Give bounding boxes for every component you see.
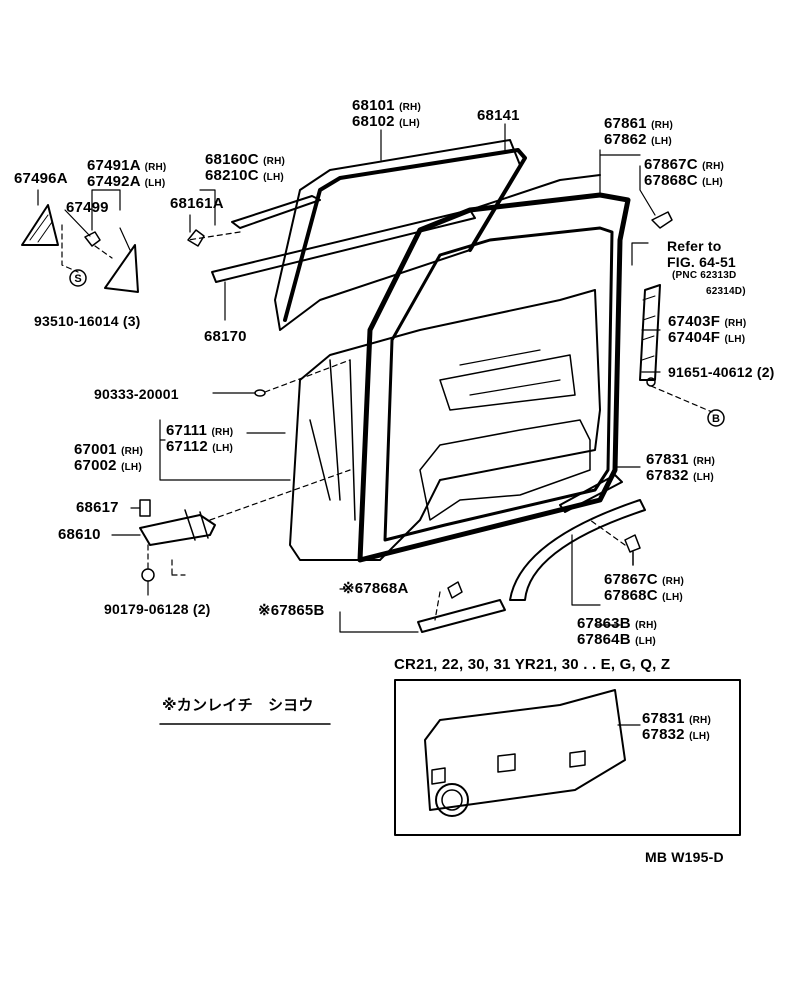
label-67403F: 67403F (RH) 67404F (LH): [668, 313, 747, 346]
speaker-opening: [435, 783, 469, 817]
label-67868A: ※67868A: [342, 580, 409, 597]
label-refer: Refer to FIG. 64-51: [667, 238, 736, 270]
ref-circle-b: [707, 409, 725, 427]
label-67867C-bottom: 67867C (RH) 67868C (LH): [604, 571, 685, 604]
label-67491A: 67491A (RH) 67492A (LH): [87, 157, 167, 190]
label-68161A: 68161A: [170, 195, 224, 212]
label-67111: 67111 (RH) 67112 (LH): [166, 422, 234, 455]
label-67861: 67861 (RH) 67862 (LH): [604, 115, 673, 148]
belt-molding: [231, 195, 321, 229]
label-67831-inset: 67831 (RH) 67832 (LH): [642, 710, 711, 743]
label-67863B: 67863B (RH) 67864B (LH): [577, 615, 658, 648]
mirror-base: [21, 204, 59, 246]
label-refer-pnc: (PNC 62313D 62314D): [672, 270, 746, 297]
ref-circle-b-text: B: [712, 413, 720, 425]
label-91651: 91651-40612 (2): [668, 364, 775, 380]
label-67496A: 67496A: [14, 170, 68, 187]
label-90179: 90179-06128 (2): [104, 601, 211, 617]
lower-strip: [559, 474, 623, 513]
label-68617: 68617: [76, 499, 119, 516]
label-67001: 67001 (RH) 67002 (LH): [74, 441, 143, 474]
label-90333: 90333-20001: [94, 386, 179, 402]
label-67867C-top: 67867C (RH) 67868C (LH): [644, 156, 725, 189]
label-67831: 67831 (RH) 67832 (LH): [646, 451, 715, 484]
label-93510: 93510-16014 (3): [34, 313, 141, 329]
inner-belt: [211, 209, 476, 283]
figure-code: MB W195-D: [645, 849, 724, 865]
door-weatherstrip: [357, 192, 631, 563]
label-68101: 68101 (RH) 68102 (LH): [352, 97, 421, 130]
ref-circle-s-text: S: [74, 273, 81, 285]
bottom-strip: [417, 599, 506, 633]
glass-run: [283, 148, 527, 322]
door-hinge: [139, 514, 216, 546]
lower-weatherstrip: [509, 499, 646, 601]
label-68170: 68170: [204, 328, 247, 345]
label-67865B: ※67865B: [258, 602, 325, 619]
label-67499: 67499: [66, 199, 109, 216]
inset-title: CR21, 22, 30, 31 YR21, 30 . . E, G, Q, Z: [394, 656, 671, 673]
note-text: ※カンレイチ シヨウ: [162, 696, 314, 714]
ref-circle-s: [69, 269, 87, 287]
inset-trim-panel: [424, 689, 626, 811]
seal-strip: [639, 284, 661, 381]
door-panel: [289, 289, 601, 561]
label-68160C: 68160C (RH) 68210C (LH): [205, 151, 286, 184]
label-68141: 68141: [477, 107, 520, 124]
garnish: [104, 244, 139, 293]
door-inner-panel: [419, 419, 591, 521]
inset-box: [394, 679, 741, 836]
door-frame-inner: [383, 226, 614, 542]
label-68610: 68610: [58, 526, 101, 543]
